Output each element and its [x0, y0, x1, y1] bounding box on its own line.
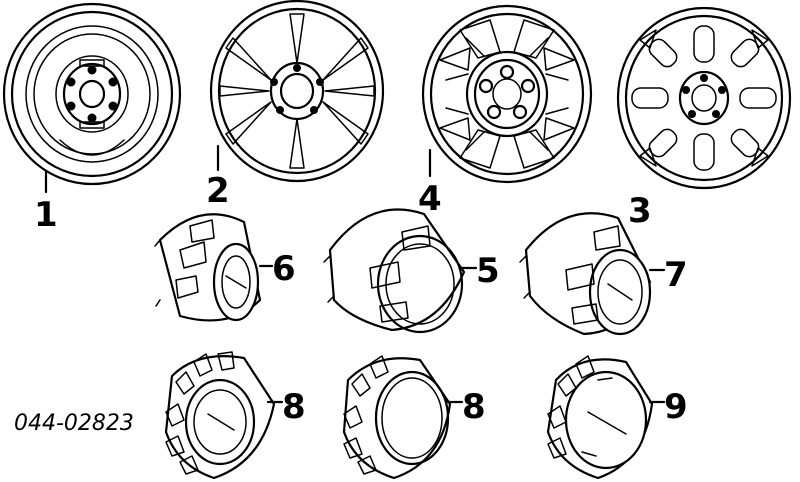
spoke-wheel-part-2[interactable]: [209, 0, 385, 183]
hub-cap-part-6[interactable]: [154, 213, 262, 322]
callout-9: 9: [664, 387, 688, 427]
diagram-code: 044-02823: [14, 411, 134, 436]
callout-4: 4: [418, 179, 442, 219]
callout-6: 6: [272, 249, 296, 289]
callout-2: 2: [206, 171, 230, 211]
callout-5: 5: [476, 251, 500, 291]
alloy-wheel-part-4[interactable]: [421, 4, 593, 184]
slotted-wheel-part-3[interactable]: [616, 6, 792, 190]
ornament-cap-part-8-left[interactable]: [164, 351, 276, 480]
hub-cap-part-7[interactable]: [519, 212, 652, 336]
callout-8b: 8: [462, 387, 486, 427]
callout-1: 1: [34, 195, 58, 235]
emblem-cap-part-9[interactable]: [546, 355, 654, 480]
callout-7: 7: [664, 255, 688, 295]
steel-wheel-part-1[interactable]: [2, 2, 182, 186]
hub-cap-part-5[interactable]: [323, 208, 466, 334]
callout-8a: 8: [282, 387, 306, 427]
callout-3: 3: [628, 191, 652, 231]
ornament-ring-part-8-right[interactable]: [342, 355, 452, 480]
